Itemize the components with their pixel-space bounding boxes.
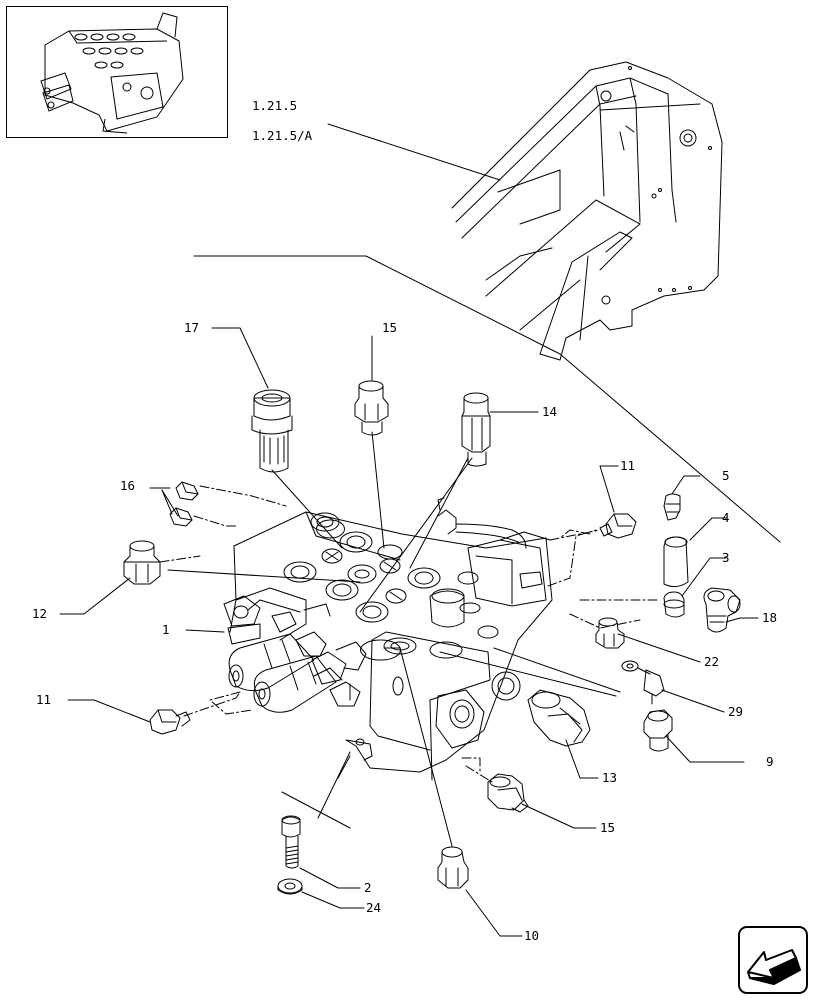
part-11-left-fitting: [149, 709, 191, 735]
callout-3: 3: [722, 550, 730, 565]
loader-frame: [451, 61, 723, 361]
part-22-fitting: [595, 617, 625, 649]
part-16-fittings: [169, 481, 199, 527]
callout-16: 16: [120, 478, 135, 493]
callout-15-top: 15: [382, 320, 397, 335]
leader-lines: [59, 327, 759, 937]
callout-11-left: 11: [36, 692, 51, 707]
callout-11-right: 11: [620, 458, 635, 473]
assembly-thumbnail: [6, 6, 228, 138]
callout-29: 29: [728, 704, 743, 719]
part-12-fitting: [123, 540, 161, 585]
part-13-fitting: [527, 689, 591, 747]
callout-18: 18: [762, 610, 777, 625]
part-10-fitting: [437, 846, 469, 889]
callout-15-lower: 15: [600, 820, 615, 835]
callout-24: 24: [366, 900, 381, 915]
valve-block: [223, 497, 553, 781]
part-2-bolt: [281, 815, 301, 869]
callout-10: 10: [524, 928, 539, 943]
part-11-right-fitting: [599, 513, 637, 539]
parts-5-4-3: [663, 493, 689, 618]
callout-22: 22: [704, 654, 719, 669]
part-9-fitting: [643, 709, 673, 752]
callout-9: 9: [766, 754, 774, 769]
callout-5: 5: [722, 468, 730, 483]
callout-1: 1: [162, 622, 170, 637]
part-18-elbow-fitting: [703, 587, 741, 633]
ref-label-1: 1.21.5: [252, 98, 297, 113]
valve-assembly-thumbnail-icon: [40, 12, 184, 134]
callout-4: 4: [722, 510, 730, 525]
part-24-washer: [277, 878, 303, 895]
callout-14: 14: [542, 404, 557, 419]
part-15-top-fitting: [354, 380, 389, 436]
part-29-terminal: [621, 660, 665, 705]
callout-17: 17: [184, 320, 199, 335]
part-14-fitting: [461, 392, 491, 467]
callout-2: 2: [364, 880, 372, 895]
previous-page-button[interactable]: [738, 926, 808, 994]
ref-label-2: 1.21.5/A: [252, 128, 313, 143]
part-17-fitting: [251, 389, 293, 473]
part-15-lower-fitting: [487, 773, 529, 813]
previous-page-arrow-icon: [747, 949, 801, 985]
callout-13: 13: [602, 770, 617, 785]
callout-12: 12: [32, 606, 47, 621]
